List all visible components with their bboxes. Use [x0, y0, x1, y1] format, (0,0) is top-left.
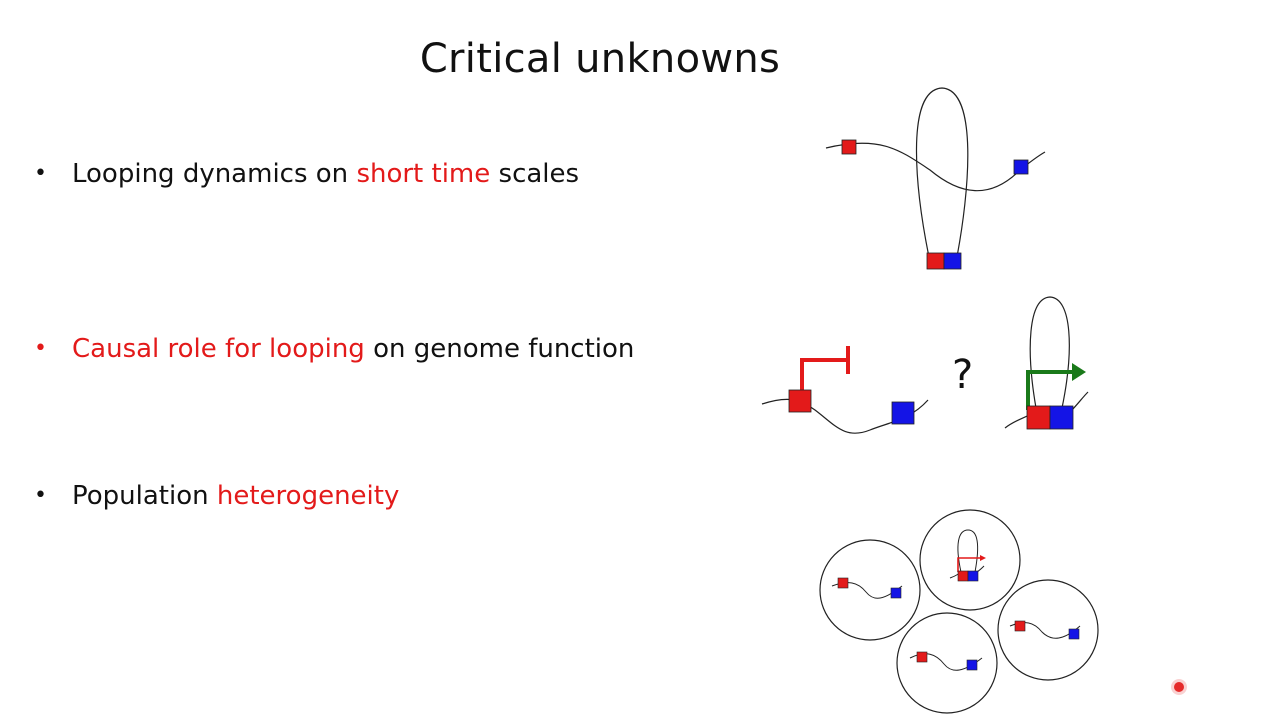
- blue-element: [1049, 405, 1074, 430]
- question-mark: ?: [952, 352, 974, 398]
- blue-element: [967, 570, 979, 582]
- unlooped-repressed-diagram: [761, 346, 929, 434]
- cell-circle: [896, 612, 998, 714]
- bullet-text-pre: Looping dynamics on: [72, 159, 357, 189]
- bullet-dot: •: [34, 336, 47, 361]
- blue-element: [966, 659, 978, 671]
- cell-circle: [819, 539, 921, 641]
- red-element: [1026, 405, 1051, 430]
- red-element: [837, 577, 849, 589]
- bullet-text-pre: Population: [72, 481, 217, 511]
- bullet-text-post: on genome function: [364, 334, 635, 364]
- blue-element: [943, 252, 962, 270]
- laser-pointer-dot: [1174, 682, 1184, 692]
- bullet-dot: •: [34, 483, 47, 508]
- activation-arrow-icon: [957, 557, 982, 572]
- red-element: [1014, 620, 1026, 632]
- bullet-text: Looping dynamics on short time scales: [72, 156, 642, 192]
- blue-element: [1068, 628, 1080, 640]
- dna-strand: [825, 142, 1046, 192]
- laser-pointer-glow: [1171, 679, 1187, 695]
- cell-circle: [997, 579, 1099, 681]
- bullet-dot: •: [34, 161, 47, 186]
- blue-element: [1013, 159, 1029, 175]
- bullet-highlight: heterogeneity: [216, 481, 400, 511]
- activation-arrowhead: [980, 555, 986, 561]
- bullet-text: Causal role for looping on genome functi…: [72, 331, 642, 367]
- bullet-text-post: scales: [490, 159, 580, 189]
- blue-element: [891, 401, 915, 425]
- blue-element: [890, 587, 902, 599]
- red-element: [957, 570, 969, 582]
- red-element: [926, 252, 945, 270]
- activation-arrow-icon: [1026, 370, 1074, 410]
- dna-loop: [1029, 296, 1070, 409]
- repression-arrow-icon: [800, 358, 848, 392]
- cell-circle: [919, 509, 1021, 611]
- dna-loop: [915, 87, 969, 263]
- activation-arrowhead: [1072, 363, 1086, 381]
- looped-activated-diagram: [1004, 296, 1089, 430]
- slide-title: Critical unknowns: [419, 36, 781, 82]
- dna-loop: [957, 529, 979, 573]
- red-element: [916, 651, 928, 663]
- red-element: [788, 389, 812, 413]
- bullet-highlight: Causal role for looping: [72, 334, 365, 364]
- bullet-highlight: short time: [356, 159, 491, 189]
- red-element: [841, 139, 857, 155]
- loop-diagram-top: [825, 87, 1046, 270]
- bullet-text: Population heterogeneity: [72, 478, 642, 514]
- cell-population-diagram: [819, 509, 1099, 714]
